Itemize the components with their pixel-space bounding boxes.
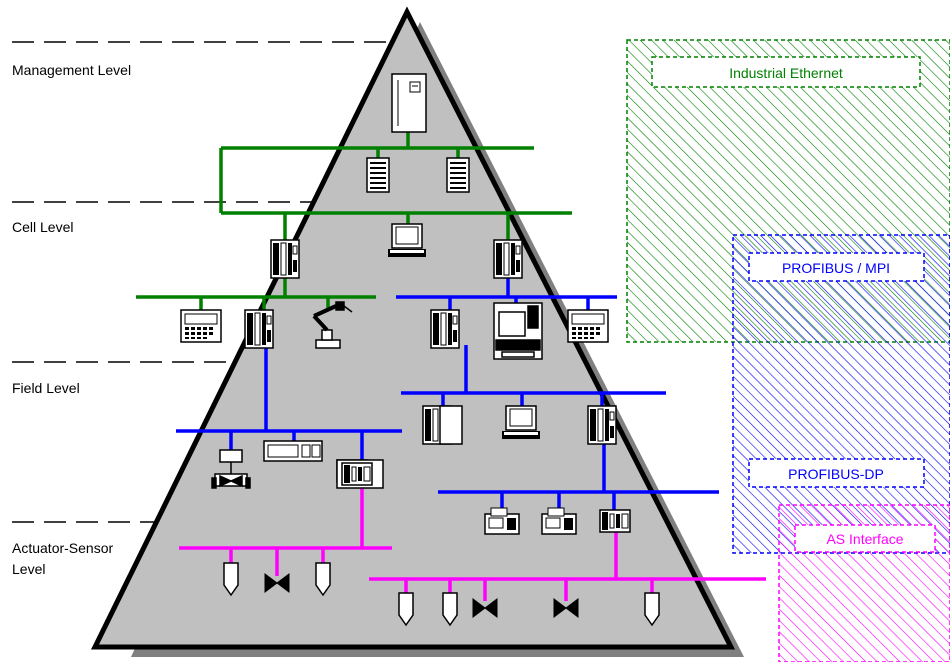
profibus-dp-label: PROFIBUS-DP (788, 466, 884, 482)
as-interface-label: AS Interface (826, 531, 903, 547)
workstation-icon (387, 223, 427, 258)
profibus-mpi-label-box (748, 252, 925, 282)
industrial-ethernet-label: Industrial Ethernet (729, 65, 843, 81)
plc-expansion-icon (439, 405, 463, 445)
cell-level-label: Cell Level (12, 219, 73, 235)
profibus-area (732, 234, 950, 554)
profibus-dp-label-box (748, 458, 925, 488)
as-interface-label-box (794, 524, 936, 553)
operator-panel-icon (567, 309, 609, 343)
management-level-label: Management Level (12, 62, 131, 78)
mainframe-icon (391, 73, 427, 133)
cnc-machine-icon (493, 302, 543, 360)
profibus-mpi-label: PROFIBUS / MPI (782, 260, 890, 276)
server-rack-icon (446, 157, 470, 193)
actuator-sensor-level-label-2: Level (12, 561, 45, 577)
server-rack-icon (366, 157, 390, 193)
robot-arm-icon (312, 301, 353, 349)
plc-icon (244, 309, 274, 349)
plc-icon (270, 239, 300, 279)
plc-icon (493, 239, 523, 279)
distributed-io-modules-icon (341, 462, 373, 486)
profibus-lines (176, 278, 719, 510)
actuator-sensor-level-label: Actuator-Sensor (12, 540, 113, 556)
industrial-ethernet-label-box (651, 56, 921, 88)
plc-icon (430, 309, 460, 349)
field-device-icon (263, 440, 323, 462)
plc-icon (587, 405, 617, 445)
industrial-ethernet-lines (136, 130, 572, 310)
field-level-label: Field Level (12, 380, 80, 396)
operator-panel-icon (180, 309, 222, 343)
control-valve-icon (211, 449, 251, 489)
workstation-icon (501, 405, 541, 440)
as-interface-master-icon (599, 509, 631, 533)
level-separators (12, 41, 386, 523)
as-interface-lines (179, 488, 766, 601)
